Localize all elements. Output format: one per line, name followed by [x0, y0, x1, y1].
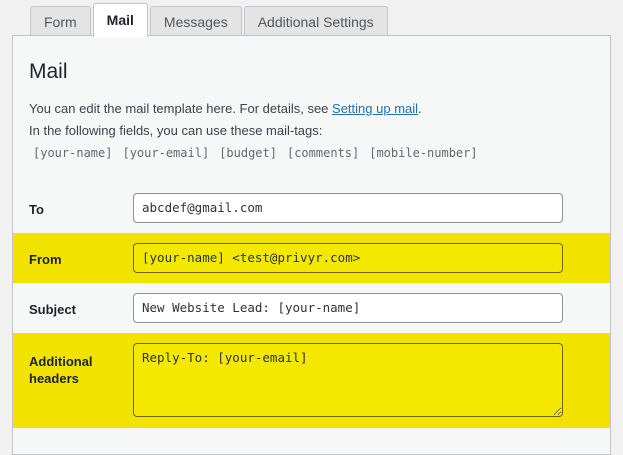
mail-tag-budget: [budget]	[219, 145, 277, 160]
field-control-to	[133, 192, 610, 223]
field-row-subject: Subject	[13, 283, 610, 333]
tab-messages[interactable]: Messages	[149, 6, 242, 37]
page-title: Mail	[29, 60, 68, 83]
description-text-before-link: You can edit the mail template here. For…	[29, 101, 333, 117]
field-label-additional-headers: Additional headers	[29, 353, 93, 387]
field-row-additional-headers: Additional headers	[13, 332, 610, 428]
mail-tags-list: [your-name] [your-email] [budget] [comments…	[33, 144, 610, 163]
field-label-to: To	[29, 201, 44, 217]
mail-tag-comments: [comments]	[286, 145, 360, 160]
field-label-subject: Subject	[29, 301, 76, 317]
mail-template-description: You can edit the mail template here. For…	[29, 99, 610, 119]
tab-additional-settings[interactable]: Additional Settings	[243, 6, 388, 37]
field-row-to: To	[13, 183, 610, 233]
mail-tags-description: In the following fields, you can use the…	[29, 123, 323, 139]
mail-settings-panel: Mail You can edit the mail template here…	[12, 35, 611, 455]
to-input[interactable]	[133, 192, 563, 223]
mail-tag-your-name: [your-name]	[33, 145, 113, 160]
field-label-from: From	[29, 251, 62, 267]
field-control-additional-headers	[133, 342, 610, 420]
tab-form[interactable]: Form	[30, 6, 91, 37]
mail-fields: To From Subject Additio	[13, 183, 610, 428]
settings-tab-bar: Form Mail Messages Additional Settings	[0, 0, 623, 37]
tab-mail[interactable]: Mail	[92, 3, 148, 37]
from-input[interactable]	[133, 242, 563, 273]
mail-tag-mobile-number: [mobile-number]	[369, 145, 478, 160]
setting-up-mail-link[interactable]: Setting up mail	[332, 101, 419, 117]
mail-tag-your-email: [your-email]	[122, 145, 210, 160]
additional-headers-textarea[interactable]	[133, 342, 563, 417]
field-control-subject	[133, 292, 610, 323]
field-control-from	[133, 242, 610, 273]
subject-input[interactable]	[133, 292, 563, 323]
field-row-from: From	[13, 232, 610, 283]
description-text-after-link: .	[418, 101, 422, 117]
